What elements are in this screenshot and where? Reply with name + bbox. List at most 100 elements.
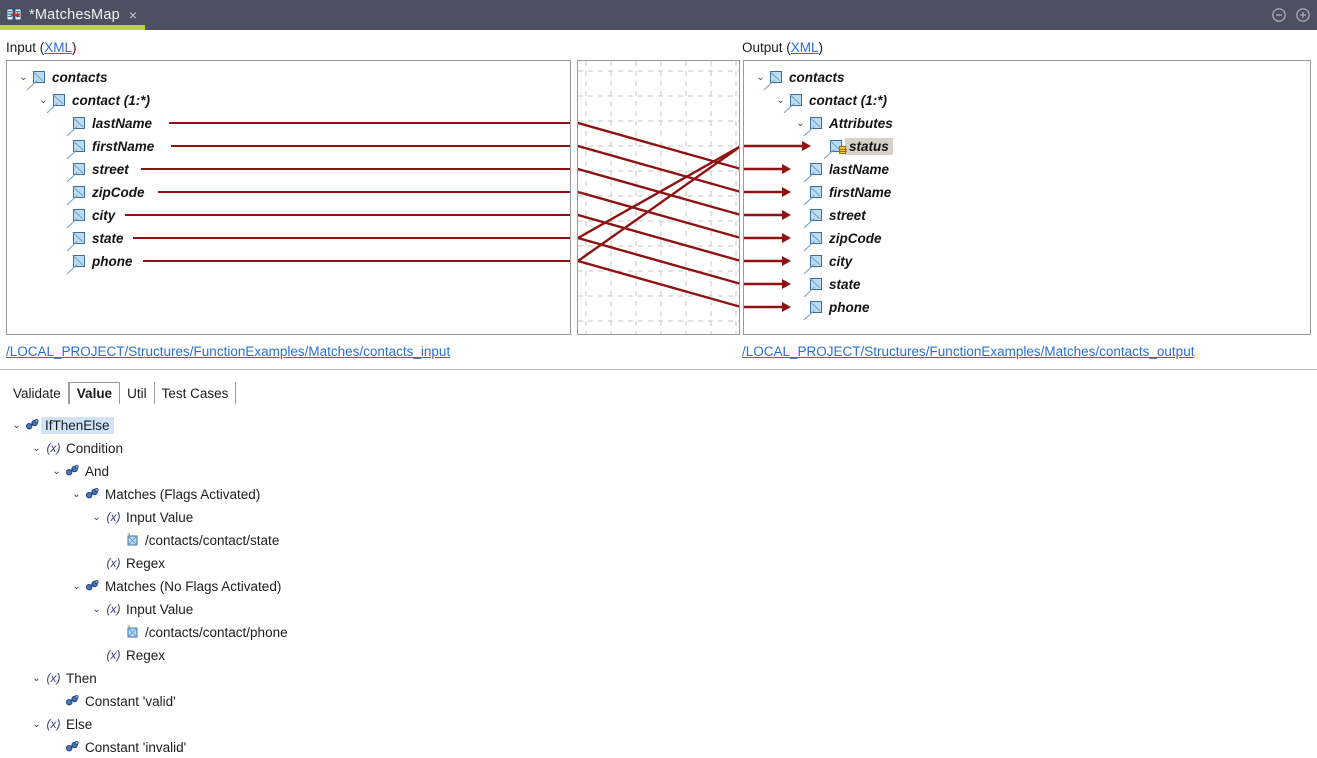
element-icon: [72, 231, 86, 245]
chevron-down-icon[interactable]: ⌄: [72, 580, 81, 592]
output-tree-row[interactable]: city: [794, 250, 852, 272]
input-node-label: zipCode: [92, 184, 145, 200]
chevron-down-icon[interactable]: ⌄: [92, 511, 101, 523]
chevron-down-icon: [814, 140, 827, 153]
input-xml-link[interactable]: XML: [44, 40, 73, 55]
output-tree-row[interactable]: status: [814, 135, 893, 157]
chevron-down-icon: [90, 557, 103, 570]
input-tree-row[interactable]: firstName: [57, 135, 154, 157]
output-tree-row[interactable]: phone: [794, 296, 870, 318]
element-icon: [809, 277, 823, 291]
active-tab-underline: [0, 25, 145, 30]
function-tree-row[interactable]: ⌄IfThenElse: [10, 414, 114, 436]
chevron-down-icon[interactable]: ⌄: [52, 465, 61, 477]
output-label-suffix: ): [818, 40, 824, 55]
chevron-down-icon[interactable]: ⌄: [796, 117, 805, 129]
chevron-down-icon: [110, 626, 123, 639]
function-tree-row[interactable]: Constant 'invalid': [50, 736, 186, 758]
chevron-down-icon: [794, 278, 807, 291]
input-link-stubs: [125, 122, 570, 262]
function-tree-row[interactable]: ⌄(x)Else: [30, 713, 92, 735]
function-tree-row[interactable]: ⌄(x)Input Value: [90, 598, 193, 620]
editor-tab-matchesmap[interactable]: *MatchesMap ×: [0, 0, 147, 30]
function-node-label: /contacts/contact/state: [145, 532, 280, 548]
input-tree-row[interactable]: state: [57, 227, 124, 249]
output-tree-row[interactable]: ⌄contacts: [754, 66, 844, 88]
chevron-down-icon[interactable]: ⌄: [39, 94, 48, 106]
input-tree-row[interactable]: ⌄contact (1:*): [37, 89, 150, 111]
function-tree-row[interactable]: ⌄(x)Input Value: [90, 506, 193, 528]
input-tree-row[interactable]: street: [57, 158, 129, 180]
value-icon: (x): [46, 441, 61, 455]
function-node-label: Input Value: [126, 601, 194, 617]
output-tree-row[interactable]: state: [794, 273, 861, 295]
output-xml-link[interactable]: XML: [790, 40, 819, 55]
function-tree-row[interactable]: (x)Regex: [90, 552, 166, 574]
minimize-icon[interactable]: [1271, 7, 1287, 23]
chevron-down-icon[interactable]: ⌄: [32, 718, 41, 730]
close-icon[interactable]: ×: [128, 7, 138, 23]
function-tree-row[interactable]: (x)Regex: [90, 644, 166, 666]
function-tab-validate[interactable]: Validate: [5, 382, 69, 404]
function-tab-util[interactable]: Util: [120, 382, 155, 404]
input-node-label: contacts: [52, 69, 108, 85]
mapping-canvas[interactable]: [577, 60, 740, 335]
function-tree-row[interactable]: ⌄Matches (No Flags Activated): [70, 575, 281, 597]
chevron-down-icon: [794, 209, 807, 222]
attribute-icon: [829, 139, 847, 154]
element-icon: [72, 185, 86, 199]
chevron-down-icon[interactable]: ⌄: [92, 603, 101, 615]
function-node-label: Regex: [126, 647, 166, 663]
function-tree-row[interactable]: Constant 'valid': [50, 690, 176, 712]
chevron-down-icon[interactable]: ⌄: [776, 94, 785, 106]
function-tree-row[interactable]: ⌄(x)Then: [30, 667, 96, 689]
output-path-link[interactable]: /LOCAL_PROJECT/Structures/FunctionExampl…: [742, 344, 1195, 359]
maximize-icon[interactable]: [1295, 7, 1311, 23]
element-icon: [809, 254, 823, 268]
input-tree-row[interactable]: zipCode: [57, 181, 145, 203]
output-tree-row[interactable]: street: [794, 204, 866, 226]
function-node-label: /contacts/contact/phone: [145, 624, 288, 640]
input-tree-row[interactable]: ⌄ contacts: [17, 66, 108, 88]
chevron-down-icon[interactable]: ⌄: [32, 672, 41, 684]
function-tree-row[interactable]: ⌄Matches (Flags Activated): [70, 483, 260, 505]
chevron-down-icon: [794, 186, 807, 199]
value-icon: (x): [46, 717, 61, 731]
function-tree-row[interactable]: /contacts/contact/phone: [110, 621, 288, 643]
value-icon: (x): [46, 671, 61, 685]
output-node-label: city: [829, 253, 853, 269]
output-tree-row[interactable]: ⌄contact (1:*): [774, 89, 887, 111]
chevron-down-icon[interactable]: ⌄: [72, 488, 81, 500]
output-tree-row[interactable]: lastName: [794, 158, 889, 180]
element-icon: [809, 162, 823, 176]
input-tree-row[interactable]: lastName: [57, 112, 152, 134]
output-node-label: Attributes: [829, 115, 893, 131]
function-tab-value[interactable]: Value: [68, 382, 121, 404]
output-node-label: status: [845, 137, 893, 155]
chevron-down-icon[interactable]: ⌄: [12, 419, 21, 431]
element-icon: [72, 208, 86, 222]
element-icon: [32, 70, 46, 84]
function-tab-test-cases[interactable]: Test Cases: [155, 382, 237, 404]
function-tree-row[interactable]: ⌄(x)Condition: [30, 437, 123, 459]
output-tree-row[interactable]: ⌄ Attributes: [794, 112, 893, 134]
input-node-label: street: [92, 161, 129, 177]
input-panel-label: Input (XML): [6, 40, 77, 55]
element-icon: [809, 231, 823, 245]
function-icon: [65, 464, 80, 478]
input-tree-row[interactable]: phone: [57, 250, 133, 272]
chevron-down-icon[interactable]: ⌄: [32, 442, 41, 454]
input-path-link[interactable]: /LOCAL_PROJECT/Structures/FunctionExampl…: [6, 344, 451, 359]
output-tree-row[interactable]: zipCode: [794, 227, 882, 249]
function-tree-row[interactable]: /contacts/contact/state: [110, 529, 279, 551]
function-tree-row[interactable]: ⌄And: [50, 460, 109, 482]
input-tree-row[interactable]: city: [57, 204, 115, 226]
output-tree-row[interactable]: firstName: [794, 181, 891, 203]
element-icon: [72, 162, 86, 176]
function-node-label: Input Value: [126, 509, 194, 525]
chevron-down-icon[interactable]: ⌄: [756, 71, 765, 83]
chevron-down-icon[interactable]: ⌄: [19, 71, 28, 83]
